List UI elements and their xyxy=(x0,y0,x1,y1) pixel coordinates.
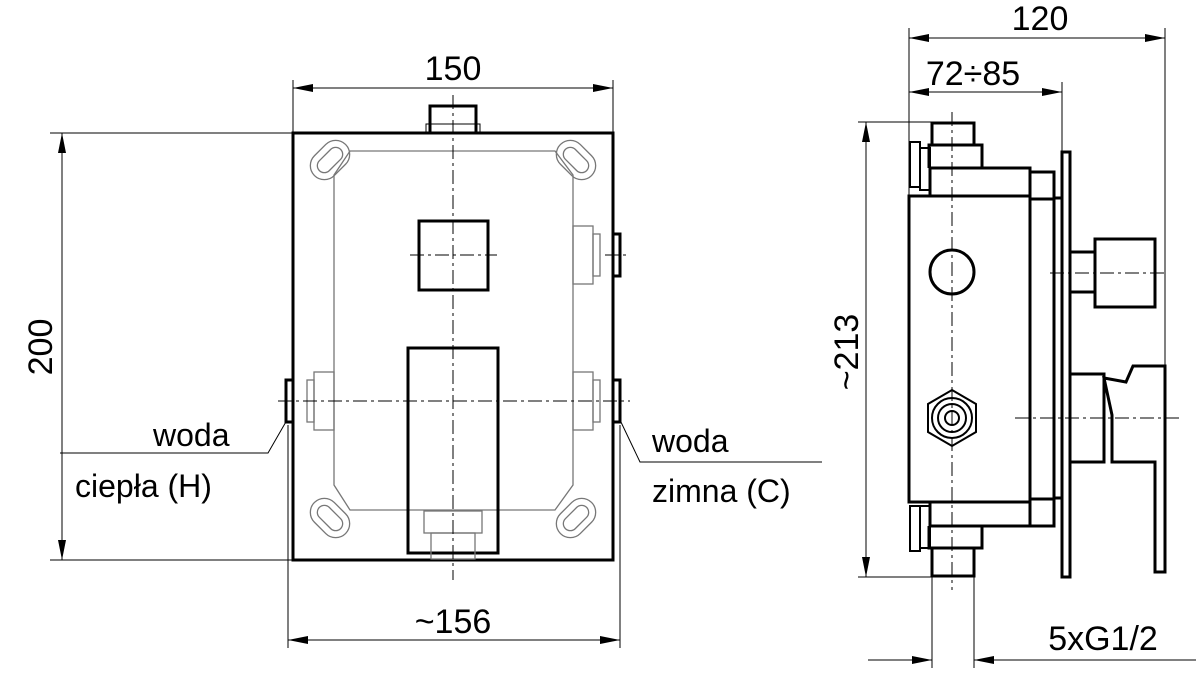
inner-frame xyxy=(333,150,574,511)
dimension-height-213: ~213 xyxy=(828,121,932,578)
dimension-width-156: ~156 xyxy=(287,425,621,648)
dimension-width-150: 150 xyxy=(292,50,614,133)
dim-156-text: ~156 xyxy=(415,603,492,641)
mixer-lever-handle xyxy=(1102,364,1167,574)
side-housing-body xyxy=(907,194,1032,504)
dim-200-text: 200 xyxy=(22,319,60,376)
outlet-port-right xyxy=(572,225,622,285)
cold-label-line2: zimna (C) xyxy=(652,473,791,509)
front-view xyxy=(278,95,630,580)
cover-plate xyxy=(1060,150,1072,579)
mounting-lug-icons xyxy=(309,139,597,539)
dimension-depth-72-85: 72÷85 xyxy=(909,55,1063,152)
hot-label-line2: ciepła (H) xyxy=(75,468,212,504)
cold-water-label: woda zimna (C) xyxy=(619,419,822,509)
side-view xyxy=(907,112,1180,590)
cold-label-line1: woda xyxy=(651,423,729,459)
dimension-depth-120: 120 xyxy=(908,0,1166,366)
dimension-thread-5xG1-2: 5xG1/2 xyxy=(868,577,1196,668)
hot-water-label: woda ciepła (H) xyxy=(60,417,288,504)
dim-72-85-text: 72÷85 xyxy=(926,55,1020,93)
dim-120-text: 120 xyxy=(1012,0,1069,38)
hot-label-line1: woda xyxy=(152,417,230,453)
dim-213-text: ~213 xyxy=(828,314,866,391)
bottom-nipple-side xyxy=(927,526,984,550)
dim-150-text: 150 xyxy=(425,50,482,88)
dim-thread-text: 5xG1/2 xyxy=(1048,620,1158,658)
top-nipple-side xyxy=(927,143,984,168)
dimension-height-200: 200 xyxy=(22,132,293,561)
